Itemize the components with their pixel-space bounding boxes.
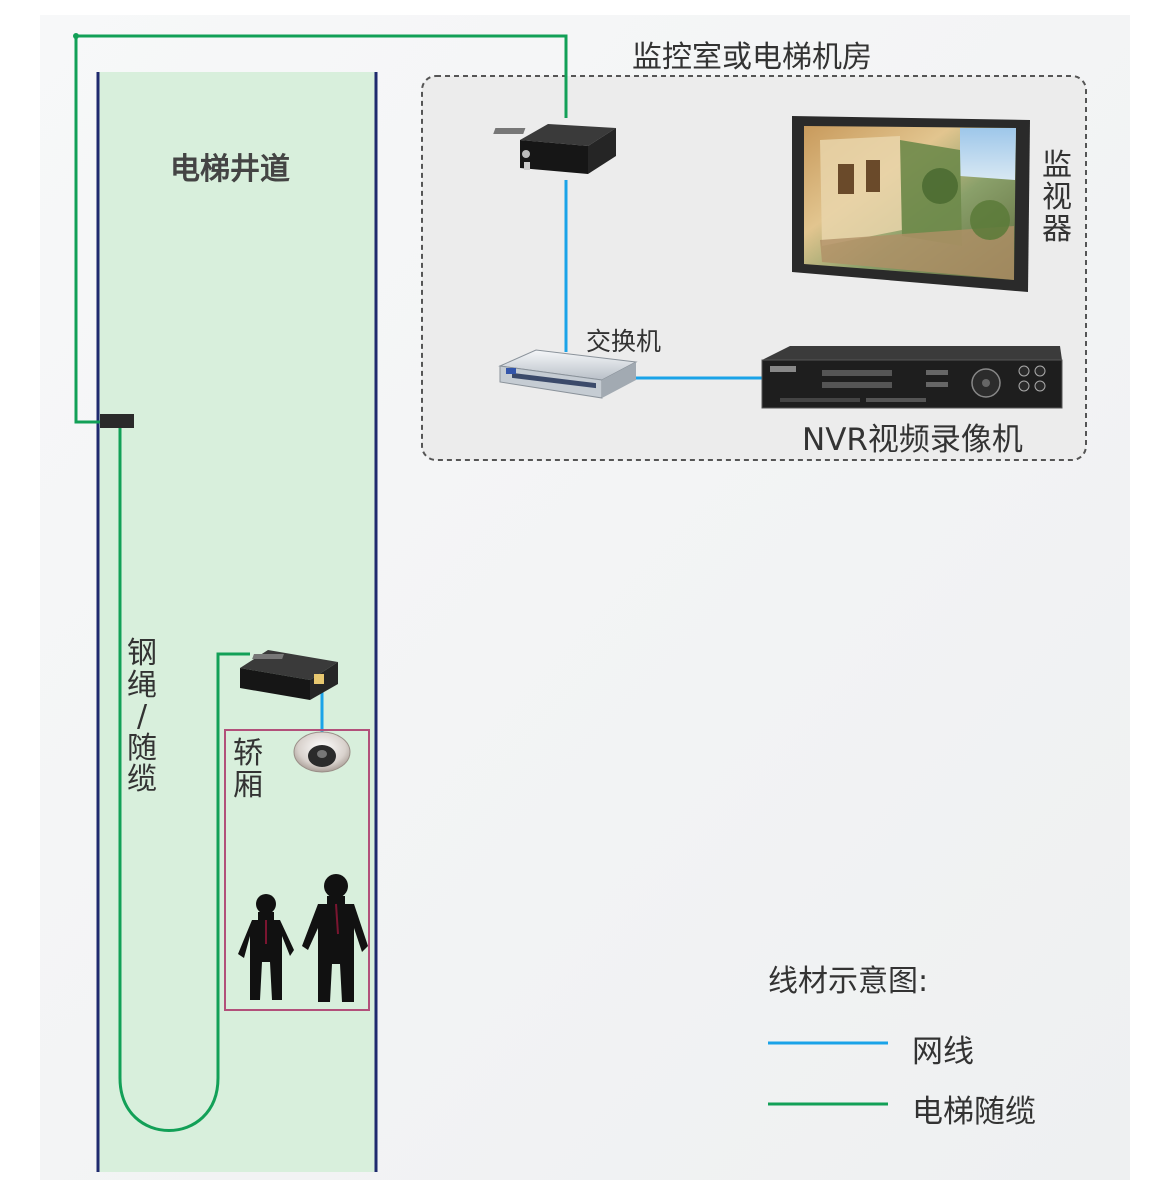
cable-corner-dot <box>73 33 79 39</box>
legend-title: 线材示意图: <box>768 964 929 999</box>
car-label: 轿 厢 <box>230 738 266 802</box>
monitor-icon <box>792 116 1030 292</box>
shaft-label: 电梯井道 <box>170 152 290 187</box>
switch-label: 交换机 <box>586 327 662 356</box>
nvr-label: NVR视频录像机 <box>802 422 1023 458</box>
cable-clamp <box>100 414 134 428</box>
monitor-label: 监 视 器 <box>1040 150 1074 245</box>
dome-camera-icon <box>293 731 351 773</box>
rope-cable-label-char: 缆 <box>127 762 157 797</box>
rope-cable-label-char: 钢 <box>127 636 157 671</box>
nvr-recorder-icon <box>761 346 1063 409</box>
rope-cable-label-char: 绳 <box>127 667 157 703</box>
legend-elevator-cable-label: 电梯随缆 <box>912 1094 1036 1130</box>
rope-cable-label: 钢 绳 / 随 缆 <box>124 638 160 796</box>
elevator-cable-hanging-loop <box>118 428 250 1132</box>
person-icon <box>238 894 294 1000</box>
monitor-label-char: 视 <box>1042 179 1072 215</box>
monitor-label-char: 器 <box>1042 211 1072 247</box>
rope-cable-label-char: 随 <box>127 730 157 766</box>
person-icon <box>302 874 368 1002</box>
network-switch-icon <box>498 349 638 399</box>
network-converter-icon <box>493 124 616 174</box>
car-label-char: 厢 <box>233 767 263 803</box>
car-label-char: 轿 <box>233 736 263 771</box>
control-room-label: 监控室或电梯机房 <box>632 40 872 75</box>
monitor-label-char: 监 <box>1042 148 1072 183</box>
legend-network-label: 网线 <box>912 1034 974 1070</box>
elevator-shaft <box>98 72 376 1172</box>
elevator-car <box>224 729 370 1011</box>
rope-cable-label-char: / <box>136 699 148 734</box>
network-converter-icon <box>240 650 338 700</box>
